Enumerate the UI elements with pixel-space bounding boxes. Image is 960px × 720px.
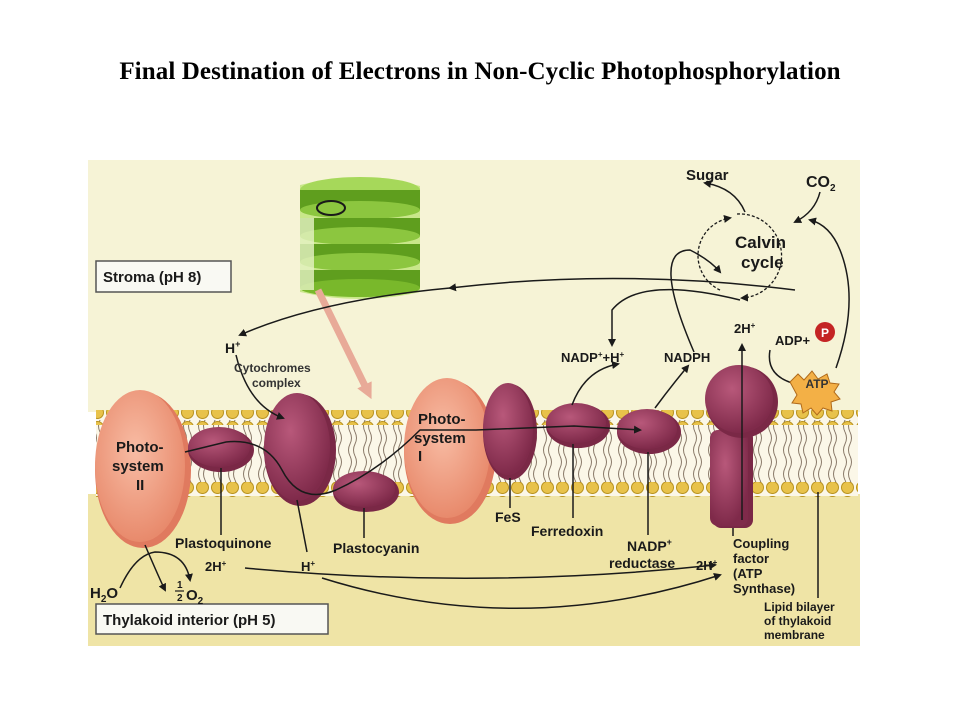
phosphate-icon: P <box>815 322 835 342</box>
ps1-label-1: Photo- <box>418 411 465 428</box>
coupling-label-2: factor <box>733 551 769 566</box>
ps1-label-3: I <box>418 448 422 465</box>
photosystem-ii <box>95 390 191 548</box>
plastoquinone-label: Plastoquinone <box>175 535 272 551</box>
diagram-title: Final Destination of Electrons in Non-Cy… <box>119 58 841 85</box>
plastocyanin <box>333 471 399 512</box>
nadp-reductase-label-1: NADP+ <box>627 537 672 554</box>
half-o2-label: 1 2 O2 <box>175 580 204 607</box>
pathway-arrows <box>119 180 850 609</box>
sugar-label: Sugar <box>686 167 729 184</box>
co2-label: CO2 <box>806 174 836 194</box>
coupling-label-3: (ATP <box>733 566 763 581</box>
svg-text:O2: O2 <box>186 587 204 607</box>
adp-label: ADP+ <box>775 333 810 348</box>
ps2-label-1: Photo- <box>116 439 163 456</box>
fes-label: FeS <box>495 509 521 525</box>
atp-synthase <box>705 365 778 528</box>
lipid-label-3: membrane <box>764 628 825 642</box>
atp-burst-icon: ATP <box>789 370 841 416</box>
cytochromes-complex <box>264 393 336 506</box>
photosystem-i <box>404 378 496 524</box>
plastocyanin-label: Plastocyanin <box>333 540 419 556</box>
nadph-label: NADPH <box>664 350 710 365</box>
calvin-label-2: cycle <box>741 253 784 272</box>
svg-text:ATP: ATP <box>805 377 828 391</box>
calvin-cycle <box>697 213 783 302</box>
h-plus-stroma-label: H+ <box>225 339 240 356</box>
svg-text:2: 2 <box>177 593 183 604</box>
chloroplast-grana-icon <box>300 177 420 299</box>
stroma-label-box <box>95 260 232 293</box>
nadp-reductase <box>617 409 681 454</box>
h-plus-interior-label: H+ <box>301 559 315 574</box>
coupling-label-4: Synthase) <box>733 581 795 596</box>
ferredoxin-label: Ferredoxin <box>531 523 603 539</box>
ps1-label-2: system <box>414 430 466 447</box>
coupling-label-1: Coupling <box>733 536 789 551</box>
lipid-label-2: of thylakoid <box>764 614 831 628</box>
two-h-interior-label: 2H+ <box>205 559 227 574</box>
stroma-label: Stroma (pH 8) <box>103 269 201 286</box>
plastoquinone <box>188 427 254 472</box>
nadp-reductase-label-2: reductase <box>609 555 675 571</box>
thylakoid-interior-label: Thylakoid interior (pH 5) <box>103 612 276 629</box>
cytochromes-label-1: Cytochromes <box>234 361 311 375</box>
svg-text:P: P <box>821 326 829 340</box>
nadp-h-label: NADP++H+ <box>561 350 625 365</box>
two-h-interior-right-label: 2H+ <box>696 558 718 573</box>
two-h-stroma-label: 2H+ <box>734 321 756 336</box>
calvin-label-1: Calvin <box>735 233 786 252</box>
thylakoid-interior-label-box <box>95 603 329 635</box>
ps2-label-3: II <box>136 477 144 494</box>
svg-text:1: 1 <box>177 580 183 591</box>
h2o-label: H2O <box>90 585 118 605</box>
ps2-label-2: system <box>112 458 164 475</box>
lipid-label-1: Lipid bilayer <box>764 600 835 614</box>
cytochromes-label-2: complex <box>252 376 301 390</box>
